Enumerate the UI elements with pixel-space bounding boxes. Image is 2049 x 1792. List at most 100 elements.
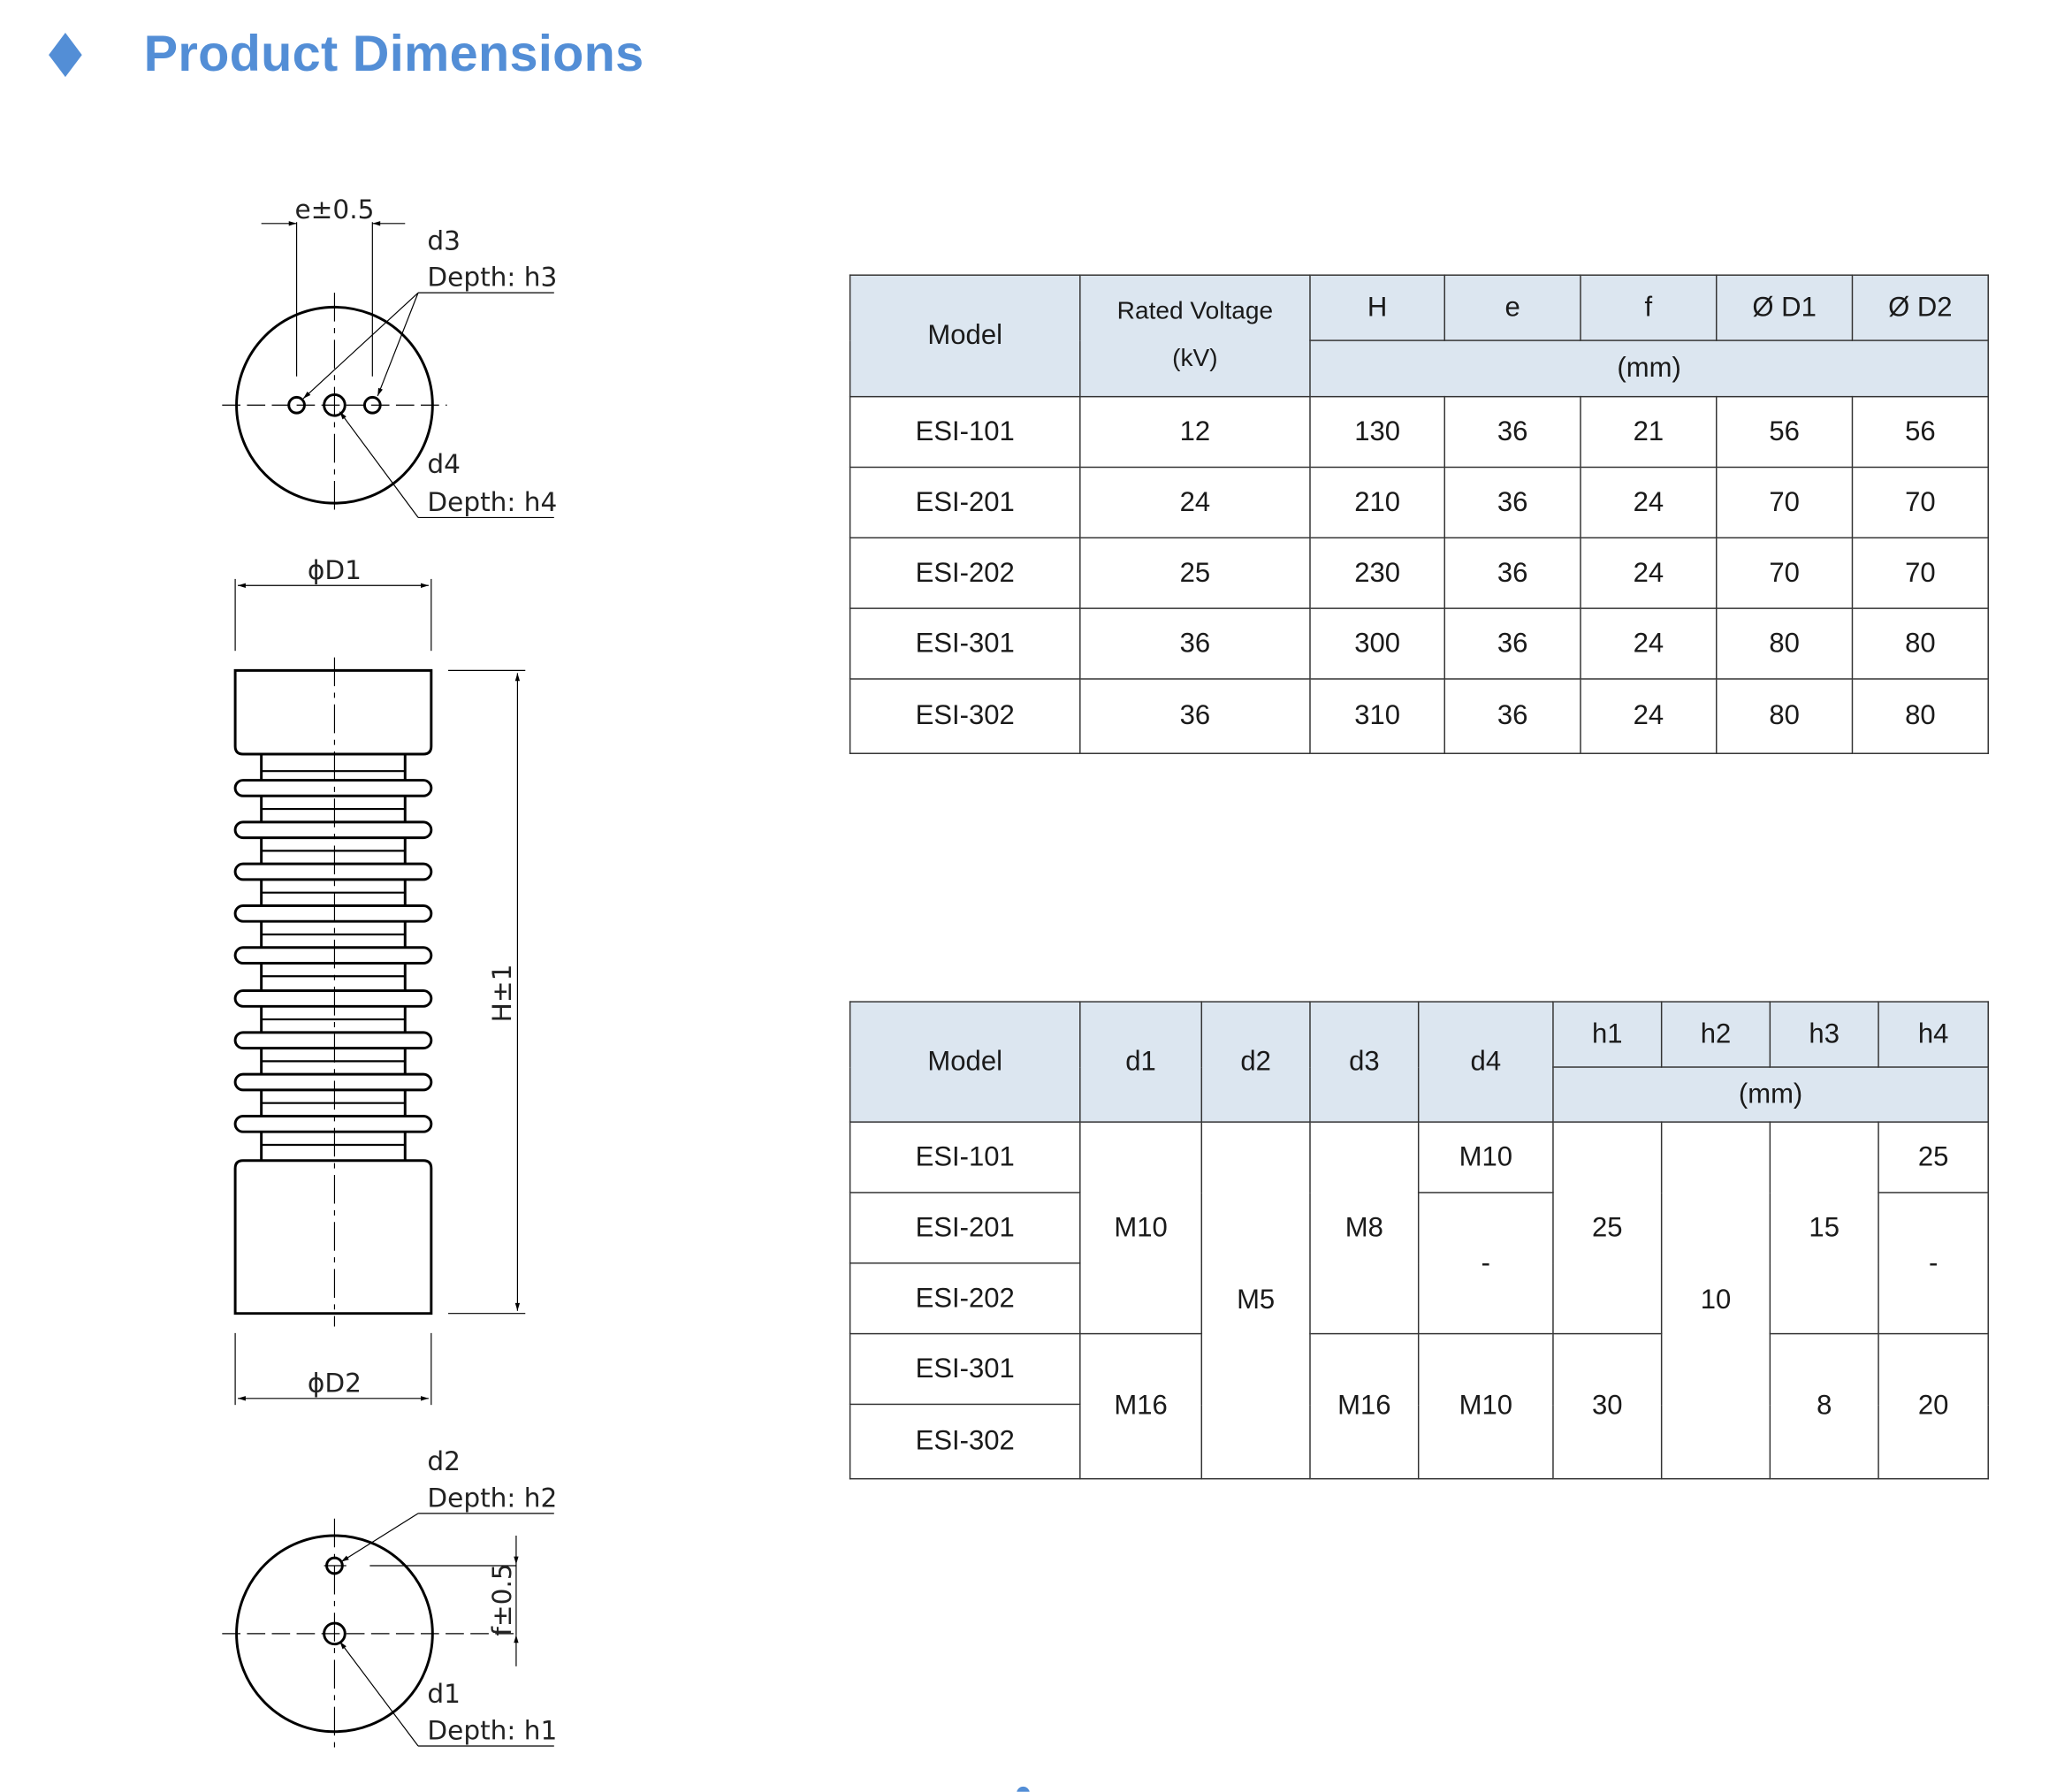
depth-h4-label: Depth: h4	[427, 487, 557, 517]
header-h3: h3	[1769, 1001, 1879, 1068]
d1-cell: M16	[1079, 1332, 1203, 1480]
d2-cell: M5	[1200, 1121, 1311, 1480]
shed	[233, 989, 433, 1008]
header-H: H	[1309, 274, 1445, 341]
rated-voltage-cell: 36	[1079, 678, 1311, 754]
f-cell: 24	[1580, 466, 1718, 539]
table-row: ESI-101 M10 M5 M8 M10 25 10 15 25	[849, 1121, 1989, 1480]
H-cell: 210	[1309, 466, 1445, 539]
e-cell: 36	[1443, 537, 1581, 609]
h1-cell: 25	[1552, 1121, 1663, 1335]
H-cell: 300	[1309, 607, 1445, 680]
e-cell: 36	[1443, 395, 1581, 469]
D2-cell: 80	[1851, 607, 1989, 680]
model-cell: ESI-202	[849, 1262, 1081, 1335]
model-cell: ESI-302	[849, 678, 1081, 754]
e-cell: 36	[1443, 607, 1581, 680]
top-view	[222, 221, 554, 518]
header-h1: h1	[1552, 1001, 1663, 1068]
shed	[233, 904, 433, 923]
header-h4: h4	[1878, 1001, 1989, 1068]
table-row: ESI-201 - -	[849, 1192, 1989, 1335]
rated-voltage-label: Rated Voltage	[1116, 298, 1274, 326]
page-title: Product Dimensions	[143, 26, 644, 83]
model-cell: ESI-201	[849, 466, 1081, 539]
shed	[233, 862, 433, 881]
header-D1: Ø D1	[1716, 274, 1854, 341]
header-d4: d4	[1417, 1001, 1554, 1123]
e-cell: 36	[1443, 466, 1581, 539]
section-header: Product Dimensions	[44, 27, 644, 84]
rated-voltage-cell: 36	[1079, 607, 1311, 680]
f-dimension-label: f±0.5	[487, 1563, 517, 1636]
model-cell: ESI-302	[849, 1403, 1081, 1480]
header-unit-mm: (mm)	[1309, 339, 1989, 398]
h4-cell: -	[1878, 1192, 1989, 1335]
thread-depth-table: Model d1 d2 d3 d4 h1 h2 h3 h4 (mm) ESI-1…	[849, 1001, 1989, 1480]
h-dimension-label: H±1	[487, 965, 517, 1023]
d3-label: d3	[427, 225, 461, 255]
d2-dimension-label: ϕD2	[308, 1368, 362, 1398]
header-d1: d1	[1079, 1001, 1203, 1123]
D2-cell: 80	[1851, 678, 1989, 754]
h4-cell: 20	[1878, 1332, 1989, 1480]
model-cell: ESI-202	[849, 537, 1081, 609]
f-cell: 24	[1580, 678, 1718, 754]
table-row: ESI-202	[849, 1262, 1989, 1335]
H-cell: 230	[1309, 537, 1445, 609]
H-cell: 310	[1309, 678, 1445, 754]
depth-h2-label: Depth: h2	[427, 1483, 557, 1513]
d1-label: d1	[427, 1679, 461, 1709]
shed	[233, 779, 433, 797]
f-cell: 24	[1580, 537, 1718, 609]
d4-cell: M10	[1417, 1332, 1554, 1480]
e-dimension-label: e±0.5	[294, 194, 374, 225]
header-model: Model	[849, 1001, 1081, 1123]
bottom-view	[222, 1513, 554, 1749]
table-row: ESI-301 M16 M16 M10 30 8 20	[849, 1332, 1989, 1480]
e-cell: 36	[1443, 678, 1581, 754]
header-rated-voltage: Rated Voltage (kV)	[1079, 274, 1311, 398]
shed	[233, 820, 433, 840]
h3-cell: 15	[1769, 1121, 1879, 1335]
dimensions-table: Model Rated Voltage (kV) H e f Ø D1 Ø D2…	[849, 274, 1989, 754]
d3-cell: M8	[1309, 1121, 1420, 1335]
header-d3: d3	[1309, 1001, 1420, 1123]
model-cell: ESI-101	[849, 1121, 1081, 1193]
shed	[233, 1072, 433, 1092]
header-model: Model	[849, 274, 1081, 398]
H-cell: 130	[1309, 395, 1445, 469]
f-cell: 21	[1580, 395, 1718, 469]
d1-dimension-label: ϕD1	[308, 555, 362, 585]
h4-cell: 25	[1878, 1121, 1989, 1193]
model-cell: ESI-301	[849, 607, 1081, 680]
header-f: f	[1580, 274, 1718, 341]
D2-cell: 56	[1851, 395, 1989, 469]
rated-voltage-cell: 12	[1079, 395, 1311, 469]
depth-h3-label: Depth: h3	[427, 263, 557, 293]
header-unit-mm: (mm)	[1552, 1066, 1989, 1123]
d4-label: d4	[427, 449, 461, 479]
h3-cell: 8	[1769, 1332, 1879, 1480]
model-cell: ESI-201	[849, 1192, 1081, 1264]
rated-voltage-cell: 24	[1079, 466, 1311, 539]
d2-label: d2	[427, 1446, 461, 1476]
depth-h1-label: Depth: h1	[427, 1716, 557, 1746]
shed	[233, 946, 433, 965]
shed	[233, 1031, 433, 1050]
D1-cell: 80	[1716, 607, 1854, 680]
header-D2: Ø D2	[1851, 274, 1989, 341]
shed	[233, 1114, 433, 1133]
insulator-sheds	[233, 770, 433, 1147]
table-row: ESI-302	[849, 1403, 1989, 1480]
D1-cell: 70	[1716, 466, 1854, 539]
h1-cell: 30	[1552, 1332, 1663, 1480]
model-cell: ESI-101	[849, 395, 1081, 469]
header-h2: h2	[1660, 1001, 1771, 1068]
